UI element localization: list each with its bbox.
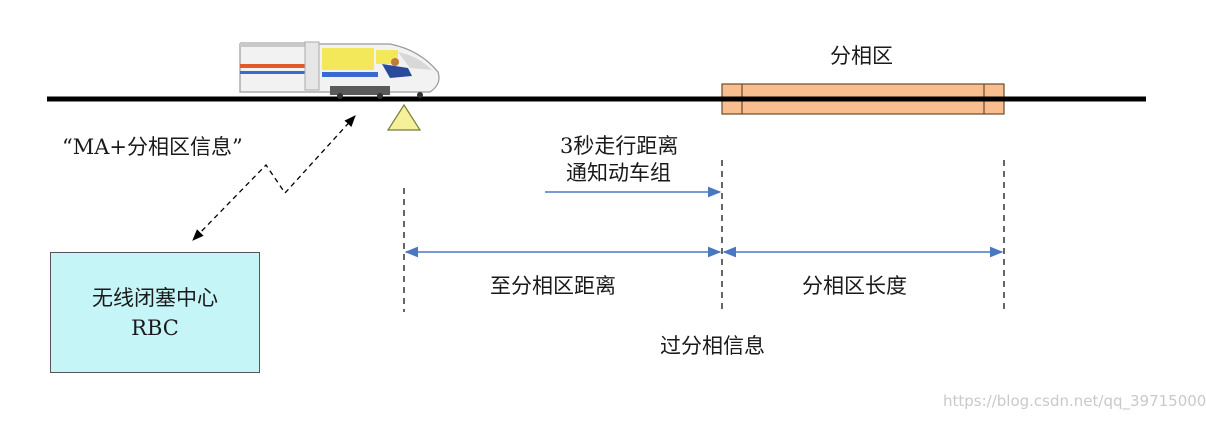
distance-to-zone-label: 至分相区距离	[490, 274, 616, 298]
rbc-line2: RBC	[131, 315, 179, 340]
zone-length-label: 分相区长度	[802, 274, 907, 298]
balise-triangle-icon	[386, 103, 422, 131]
radio-link-arrow	[192, 115, 356, 241]
rbc-box: 无线闭塞中心 RBC	[50, 252, 260, 373]
phase-zone-label: 分相区	[830, 44, 893, 68]
notify-label-line2: 通知动车组	[566, 161, 671, 185]
notify-label-line1: 3秒走行距离	[560, 134, 679, 158]
pass-info-label: 过分相信息	[660, 334, 765, 358]
watermark: https://blog.csdn.net/qq_39715000	[943, 392, 1206, 410]
high-speed-train-icon	[239, 41, 440, 99]
message-label: “MA+分相区信息”	[62, 135, 243, 159]
rbc-line1: 无线闭塞中心	[92, 285, 218, 310]
